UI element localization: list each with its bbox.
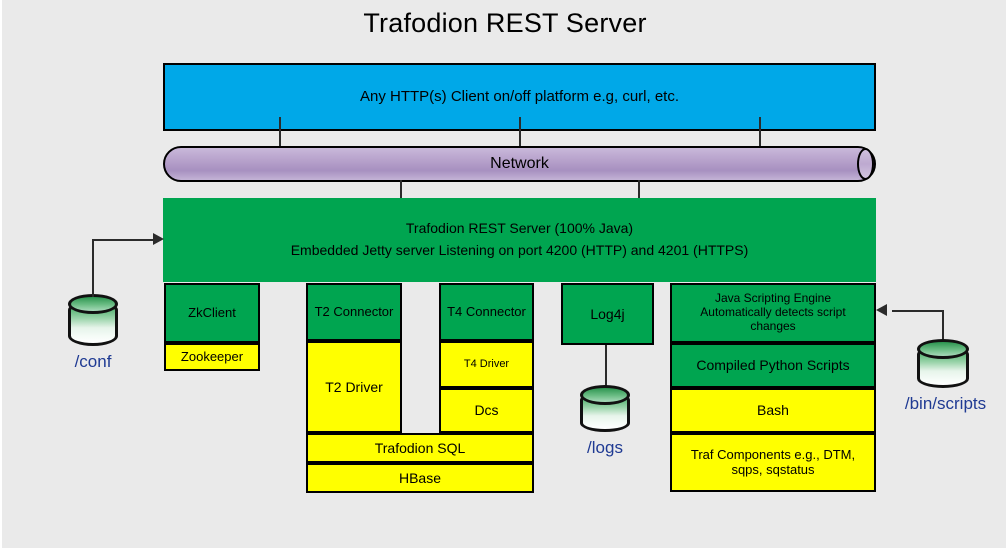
conf-connector-vertical xyxy=(92,239,94,297)
trafodion-sql-label: Trafodion SQL xyxy=(374,439,466,456)
logs-cylinder-top xyxy=(580,385,630,405)
scripting-engine-line-1: Java Scripting Engine xyxy=(714,291,832,306)
page-title: Trafodion REST Server xyxy=(363,8,647,38)
dcs-label: Dcs xyxy=(474,402,499,419)
traf-components-line-2: sqps, sqstatus xyxy=(731,461,815,477)
bin-scripts-label: /bin/scripts xyxy=(904,394,987,413)
bin-scripts-connector-horizontal xyxy=(892,310,944,312)
java-scripting-engine-block: Java Scripting Engine Automatically dete… xyxy=(670,283,876,343)
t4-driver-label: T4 Driver xyxy=(463,358,510,371)
hbase-label: HBase xyxy=(398,469,442,486)
zookeeper-label: Zookeeper xyxy=(180,348,244,364)
t4-connector-label: T4 Connector xyxy=(447,303,526,319)
scripting-engine-line-2: Automatically detects script xyxy=(700,305,846,320)
bin-scripts-cylinder-top xyxy=(917,339,969,359)
t2-driver-block: T2 Driver xyxy=(306,341,402,433)
zookeeper-block: Zookeeper xyxy=(164,343,260,371)
log4j-label: Log4j xyxy=(590,305,625,322)
t4-connector-block: T4 Connector xyxy=(439,283,534,341)
t4-driver-block: T4 Driver xyxy=(439,341,534,388)
zkclient-block: ZkClient xyxy=(164,283,260,343)
conf-connector-horizontal xyxy=(92,239,156,241)
network-cylinder-cap xyxy=(857,148,874,180)
http-client-label: Any HTTP(s) Client on/off platform e.g, … xyxy=(360,88,679,106)
zkclient-label: ZkClient xyxy=(188,304,236,320)
conf-cylinder-top xyxy=(68,294,118,314)
trafodion-sql-block: Trafodion SQL xyxy=(306,433,534,463)
compiled-python-scripts-label: Compiled Python Scripts xyxy=(696,357,850,374)
traf-components-block: Traf Components e.g., DTM, sqps, sqstatu… xyxy=(670,433,876,492)
hbase-block: HBase xyxy=(306,463,534,493)
bin-scripts-arrowhead-icon xyxy=(876,304,887,316)
conf-label: /conf xyxy=(74,352,112,371)
rest-server-line-2: Embedded Jetty server Listening on port … xyxy=(290,242,749,258)
t2-connector-block: T2 Connector xyxy=(306,283,402,341)
network-label: Network xyxy=(490,155,549,172)
bin-scripts-connector-vertical xyxy=(942,310,944,342)
connector-client-network-1 xyxy=(279,117,281,148)
connector-network-server-2 xyxy=(638,180,640,200)
connector-client-network-2 xyxy=(519,117,521,148)
log4j-block: Log4j xyxy=(561,283,654,345)
scripting-engine-line-3: changes xyxy=(750,318,796,333)
dcs-block: Dcs xyxy=(439,388,534,433)
t2-connector-label: T2 Connector xyxy=(314,303,394,319)
compiled-python-scripts-block: Compiled Python Scripts xyxy=(670,343,876,388)
log4j-logs-connector xyxy=(605,345,607,387)
conf-arrowhead-icon xyxy=(153,233,164,245)
rest-server-line-1: Trafodion REST Server (100% Java) xyxy=(405,220,634,237)
logs-label: /logs xyxy=(587,438,623,457)
bash-block: Bash xyxy=(670,388,876,433)
connector-network-server-1 xyxy=(400,180,402,200)
connector-client-network-3 xyxy=(759,117,761,148)
t2-driver-label: T2 Driver xyxy=(325,378,383,395)
bash-label: Bash xyxy=(757,402,789,419)
traf-components-line-1: Traf Components e.g., DTM, xyxy=(690,446,856,462)
rest-server-block: Trafodion REST Server (100% Java) Embedd… xyxy=(163,198,876,282)
network-bar: Network xyxy=(163,146,876,182)
